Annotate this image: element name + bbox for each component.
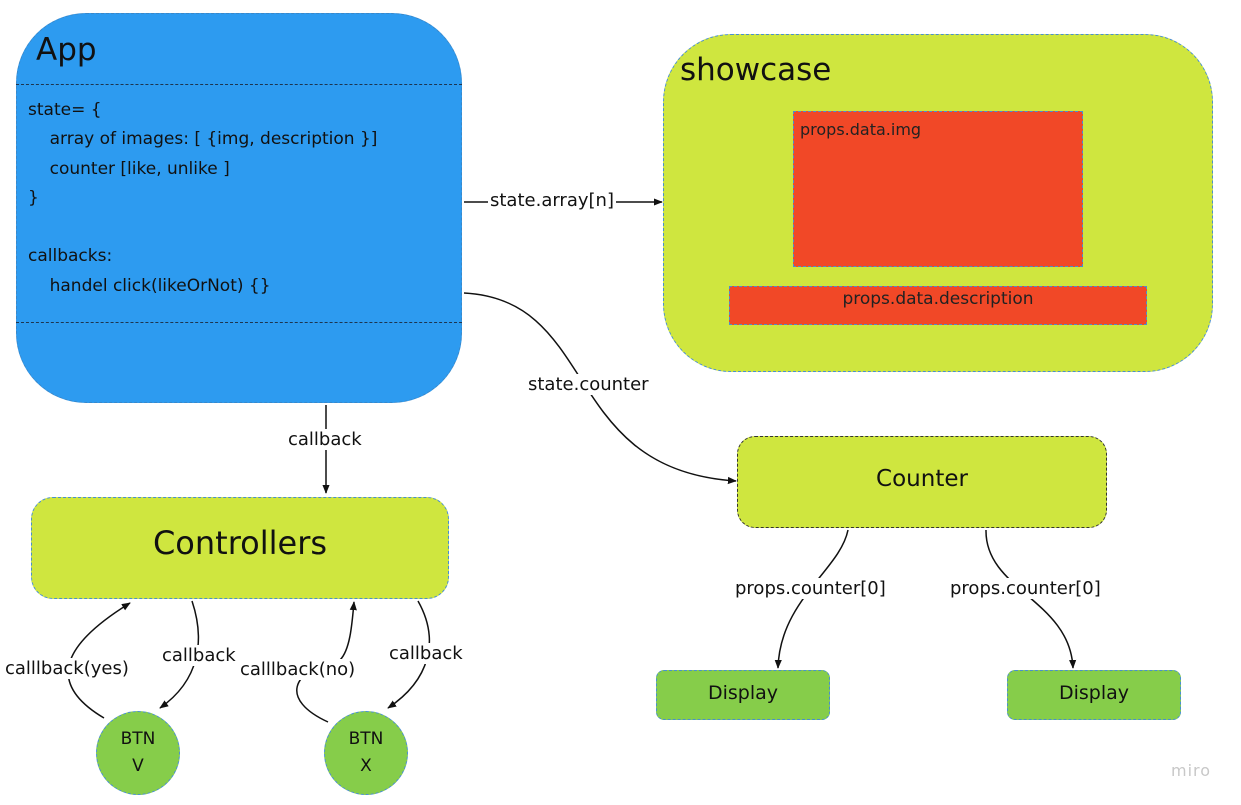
controllers-label: Controllers <box>152 524 328 562</box>
counter-label: Counter <box>876 466 968 492</box>
btn-x-line2: X <box>360 756 372 776</box>
app-body-text: state= { array of images: [ {img, descri… <box>28 100 378 296</box>
btn-v-line1: BTN <box>120 729 156 749</box>
edge-label-callback: callback <box>286 429 364 450</box>
app-title: App <box>36 32 97 68</box>
image-box[interactable] <box>793 111 1083 267</box>
app-node[interactable] <box>16 13 462 403</box>
counter-node[interactable] <box>737 436 1107 528</box>
miro-watermark: miro <box>1171 761 1212 780</box>
controllers-node[interactable] <box>31 497 449 599</box>
btn-v-node[interactable] <box>96 711 180 795</box>
edge-label-state-counter: state.counter <box>526 374 651 395</box>
edge-label-props-counter-left: props.counter[0] <box>733 578 888 599</box>
edge-label-callback-to-btn-v: callback <box>160 645 238 666</box>
btn-x-line1: BTN <box>348 729 384 749</box>
edge-label-props-counter-right: props.counter[0] <box>948 578 1103 599</box>
edge-label-state-array: state.array[n] <box>488 190 616 211</box>
btn-x-label: BTN X <box>324 726 408 780</box>
display-node-right[interactable] <box>1007 670 1181 720</box>
edge-label-callback-to-btn-x: callback <box>387 643 465 664</box>
edge-counter-to-display-1 <box>774 529 849 669</box>
edge-label-callback-no: calllback(no) <box>238 659 358 680</box>
description-box-label: props.data.description <box>842 289 1034 309</box>
display-node-left[interactable] <box>656 670 830 720</box>
btn-x-node[interactable] <box>324 711 408 795</box>
edge-counter-to-display-2 <box>985 529 1077 669</box>
display-label-right: Display <box>1058 682 1130 704</box>
edge-label-callback-yes: calllback(yes) <box>3 658 131 679</box>
image-box-label: props.data.img <box>800 120 922 139</box>
btn-v-label: BTN V <box>96 726 180 780</box>
app-body-section <box>16 84 462 323</box>
display-label-left: Display <box>707 682 779 704</box>
btn-v-line2: V <box>132 756 144 776</box>
description-box[interactable] <box>729 286 1147 325</box>
showcase-title: showcase <box>680 52 832 88</box>
